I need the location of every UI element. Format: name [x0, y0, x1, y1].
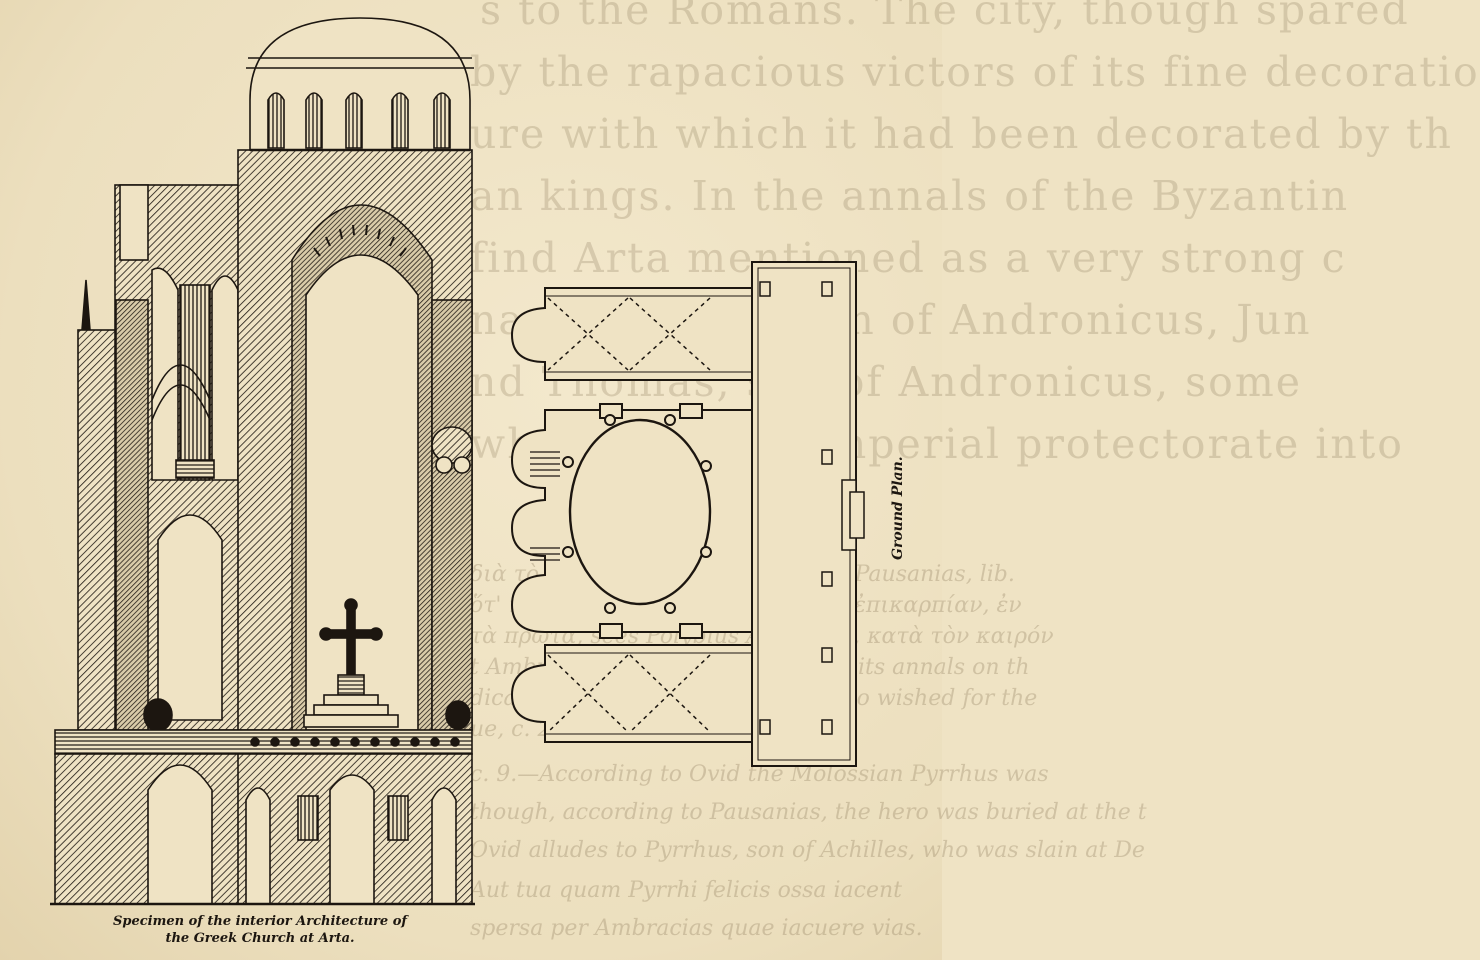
section-elevation	[50, 17, 475, 906]
cross-icon	[319, 598, 383, 678]
figure-caption-line-1: Specimen of the interior Architecture of	[113, 914, 407, 929]
church-engraving	[50, 17, 865, 906]
figure-caption-line-2: the Greek Church at Arta.	[165, 931, 355, 946]
dot-frieze	[250, 737, 460, 747]
ground-plan	[510, 261, 865, 767]
ground-plan-label: Ground Plan.	[890, 456, 906, 560]
drum-windows	[267, 92, 451, 149]
